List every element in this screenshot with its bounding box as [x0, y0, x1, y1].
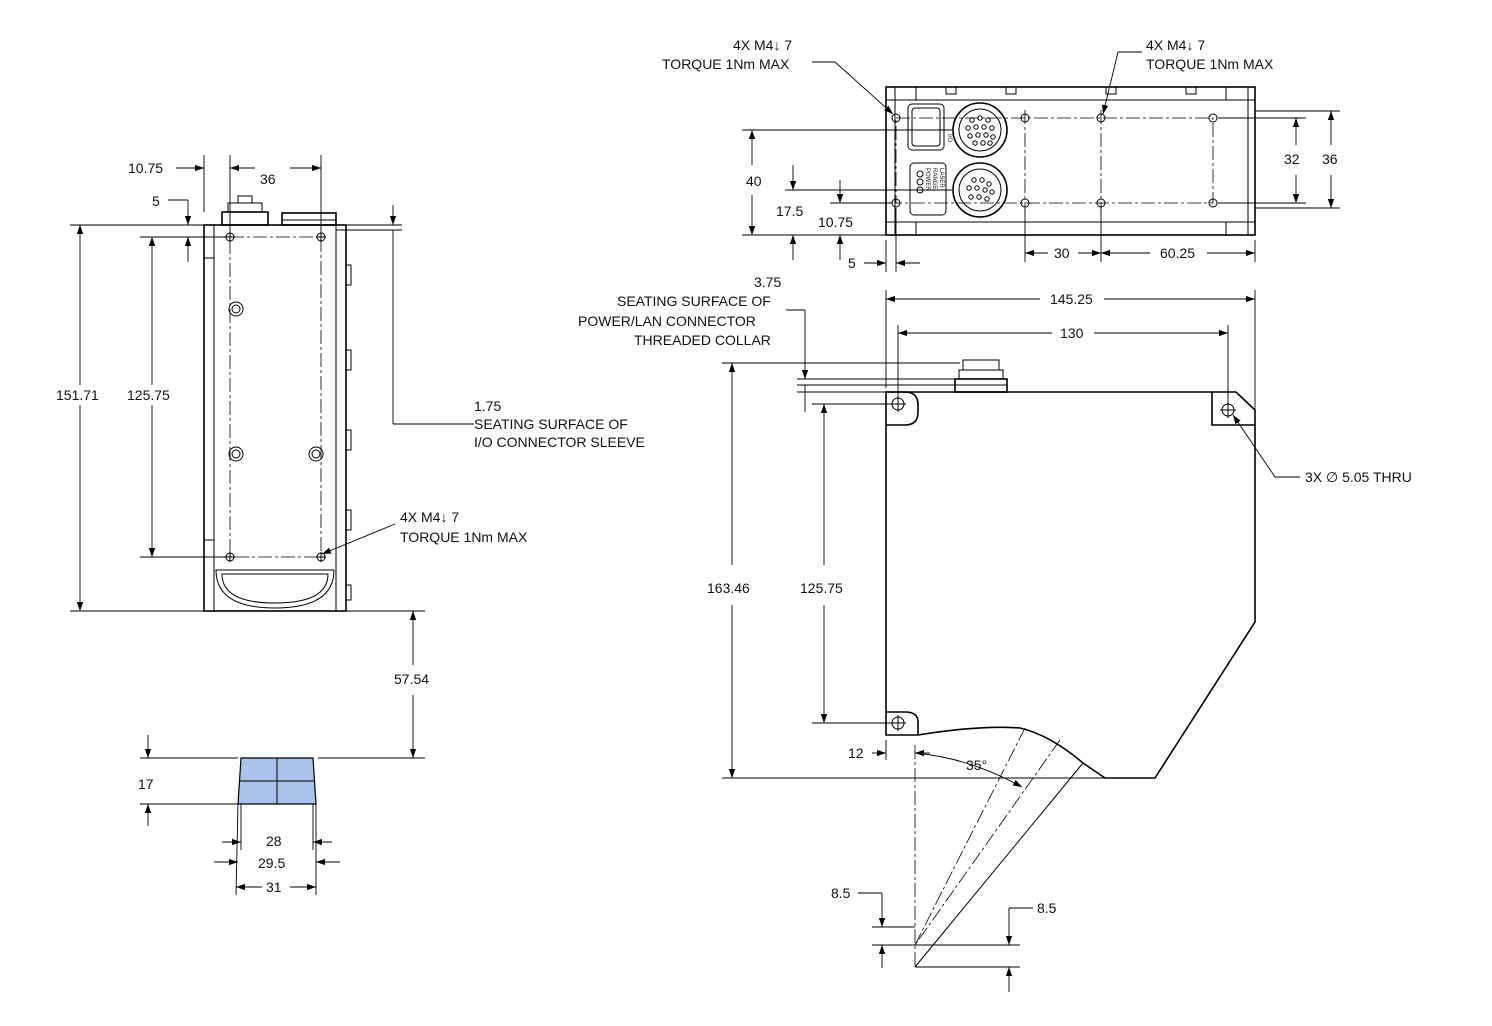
io-window — [907, 103, 945, 151]
dim-145-25: 145.25 — [1050, 291, 1093, 307]
top-view: I/O POWER RANGE LASER — [662, 37, 1340, 272]
power-lan-circular-connector — [952, 162, 1008, 218]
led-label-range: RANGE — [931, 168, 937, 189]
note-holes-top-left-line2: TORQUE 1Nm MAX — [662, 56, 790, 72]
dim-151-71: 151.71 — [56, 387, 99, 403]
led-label-laser: LASER — [938, 168, 944, 188]
beam-edge — [914, 762, 1084, 968]
note-conn-line1: SEATING SURFACE OF — [617, 293, 771, 309]
dim-30: 30 — [1054, 245, 1070, 261]
side-view-body — [203, 224, 347, 612]
lens-window — [215, 569, 335, 609]
top-hole — [1020, 198, 1030, 208]
beam-cross-section: 17 28 29.5 31 — [138, 735, 340, 896]
front-view: 145.25 130 3.75 SEATING SURFACE OF POWER… — [578, 274, 1412, 992]
top-hole — [1208, 113, 1218, 123]
led-panel — [909, 162, 947, 216]
dim-40: 40 — [746, 173, 762, 189]
note-holes-side-line2: TORQUE 1Nm MAX — [400, 529, 528, 545]
screw-icon — [228, 446, 244, 462]
top-hole — [891, 113, 901, 123]
io-label: I/O — [946, 134, 952, 142]
dim-31: 31 — [266, 879, 282, 895]
dim-130: 130 — [1060, 325, 1084, 341]
dim-8-5-left: 8.5 — [831, 885, 851, 901]
dim-29-5: 29.5 — [258, 855, 285, 871]
dim-57-54: 57.54 — [394, 671, 429, 687]
note-holes-top-left-line1: 4X M4↓ 7 — [733, 37, 792, 53]
top-hole — [1020, 113, 1030, 123]
note-holes-top-right-line1: 4X M4↓ 7 — [1146, 37, 1205, 53]
dim-5-top: 5 — [848, 255, 856, 271]
top-hole — [1096, 113, 1106, 123]
top-hole — [1208, 198, 1218, 208]
note-conn-value: 3.75 — [754, 274, 781, 290]
note-holes-side-line1: 4X M4↓ 7 — [400, 509, 459, 525]
screw-icon — [308, 446, 324, 462]
dim-163-46: 163.46 — [707, 580, 750, 596]
dim-8-5-right: 8.5 — [1037, 900, 1057, 916]
dim-17: 17 — [138, 776, 154, 792]
angle-35: 35° — [966, 757, 987, 773]
note-conn-line3: THREADED COLLAR — [634, 332, 771, 348]
note-io-line2: I/O CONNECTOR SLEEVE — [474, 434, 645, 450]
note-holes-top-right-line2: TORQUE 1Nm MAX — [1146, 56, 1274, 72]
dim-125-75-front: 125.75 — [800, 580, 843, 596]
mount-hole — [316, 552, 326, 562]
front-view-body — [885, 391, 1256, 779]
led-label-power: POWER — [924, 168, 930, 191]
dim-60-25: 60.25 — [1160, 245, 1195, 261]
mount-hole — [225, 232, 235, 242]
dim-28: 28 — [266, 833, 282, 849]
note-thru: 3X ∅ 5.05 THRU — [1305, 469, 1412, 485]
top-view-body — [885, 86, 1256, 236]
power-lan-connector-front — [954, 359, 1008, 393]
note-io-line1: SEATING SURFACE OF — [474, 416, 628, 432]
dim-36-top: 36 — [1322, 151, 1338, 167]
dim-32: 32 — [1284, 151, 1300, 167]
led-power-icon — [916, 170, 924, 178]
dim-12: 12 — [848, 745, 864, 761]
dim-125-75-side: 125.75 — [127, 387, 170, 403]
side-view: 10.75 36 5 151.71 125.75 1.75 SEATING SU… — [56, 155, 645, 759]
dim-10-75-side: 10.75 — [128, 160, 163, 176]
note-conn-line2: POWER/LAN CONNECTOR — [578, 313, 756, 329]
io-connector — [221, 195, 269, 226]
power-connector — [281, 212, 337, 226]
led-range-icon — [916, 178, 924, 186]
mount-hole — [225, 552, 235, 562]
note-io-value: 1.75 — [474, 398, 501, 414]
dim-10-75-top: 10.75 — [818, 214, 853, 230]
dim-36-side: 36 — [260, 171, 276, 187]
screw-icon — [228, 301, 244, 317]
dim-17-5: 17.5 — [776, 203, 803, 219]
top-hole — [1096, 198, 1106, 208]
dim-5-side: 5 — [152, 193, 160, 209]
io-circular-connector — [952, 102, 1008, 158]
mount-hole — [316, 232, 326, 242]
